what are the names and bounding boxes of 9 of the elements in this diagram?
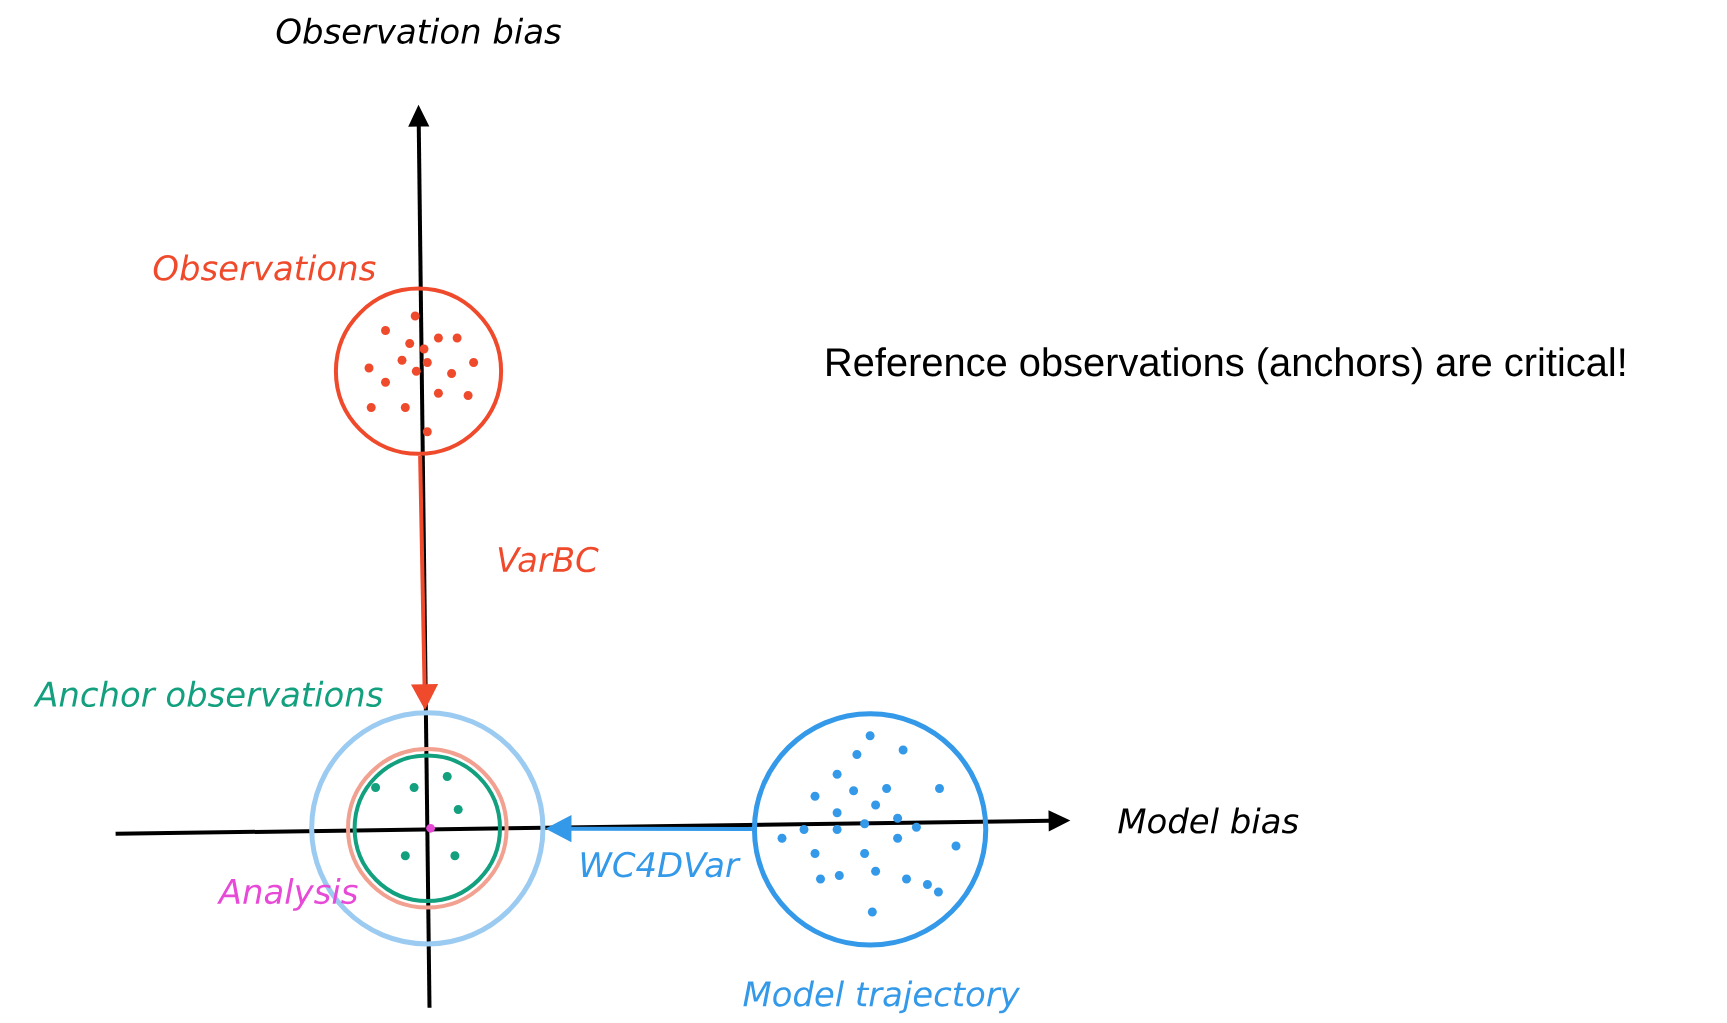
node-label: Observations <box>153 254 376 281</box>
edge-label: VarBC <box>495 545 600 574</box>
axis-label: Observation bias <box>276 17 561 44</box>
edge-label: WC4DVar <box>577 850 741 879</box>
axis-label: Model bias <box>1118 807 1299 834</box>
node-label: Model trajectory <box>743 980 1021 1014</box>
node-label: Anchor observations <box>33 680 383 707</box>
note-text: Reference observations (anchors) are critical! <box>827 347 1625 385</box>
node-label: Analysis <box>217 877 358 911</box>
